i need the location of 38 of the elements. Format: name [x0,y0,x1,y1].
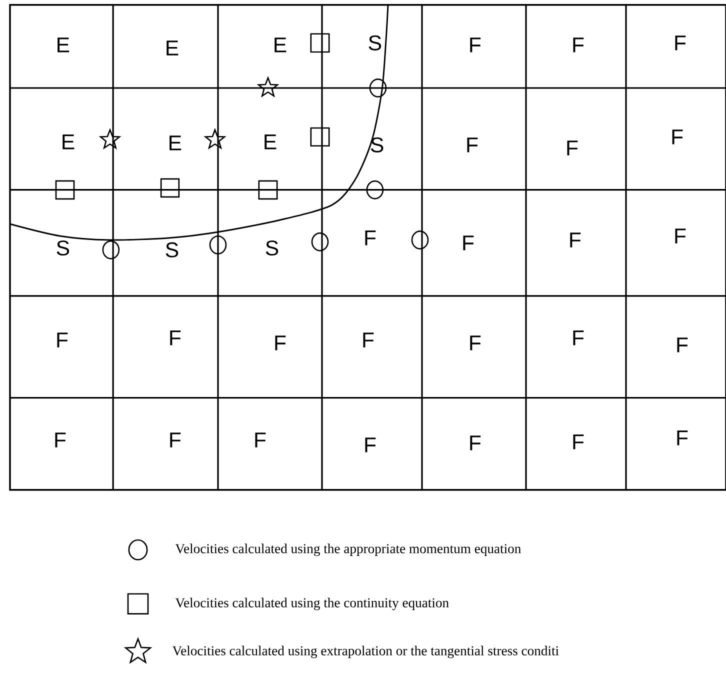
cell-letter: E [274,38,286,52]
cell-letter: F [363,332,374,348]
cell-letter: F [470,336,481,350]
cell-letter: S [370,137,384,152]
cell-letter: S [266,240,278,256]
cell-letter: F [255,432,266,448]
cell-letter: F [170,330,181,346]
legend-text: Velocities calculated using the continuity equation [175,598,449,610]
cell-letter: F [567,140,578,156]
cell-letter: F [365,438,376,452]
cell-letter: F [672,130,683,144]
cell-letter: F [57,332,68,348]
cell-letter: S [368,35,382,50]
cell-letter: F [365,230,376,246]
cell-letter: E [170,136,182,150]
cell-letter: E [62,134,74,150]
cell-letter: F [275,336,286,350]
cell-letter: F [467,138,478,152]
cell-letter: F [677,430,688,446]
cell-letter: F [573,38,584,52]
cell-letter: E [58,38,70,52]
cell-letter: F [55,432,66,448]
cell-letter: F [470,436,481,450]
cell-letter: E [166,40,178,56]
cell-letter: F [573,434,584,450]
cell-letter: S [166,242,178,258]
cell-letter: F [677,338,688,352]
cell-letter: F [463,236,474,250]
legend-text: Velocities calculated using the appropriate momentum equation [175,544,521,556]
cell-letter: S [56,240,70,256]
cell-letter: F [570,232,581,248]
legend-text: Velocities calculated using extrapolation or the tangential stress conditi [172,646,559,658]
cell-letter: F [675,36,686,50]
cell-letter: F [573,330,584,346]
cell-letter: F [470,38,481,52]
cell-letter: F [675,228,686,244]
cell-letter: F [170,432,181,448]
cell-letter: E [264,134,276,150]
